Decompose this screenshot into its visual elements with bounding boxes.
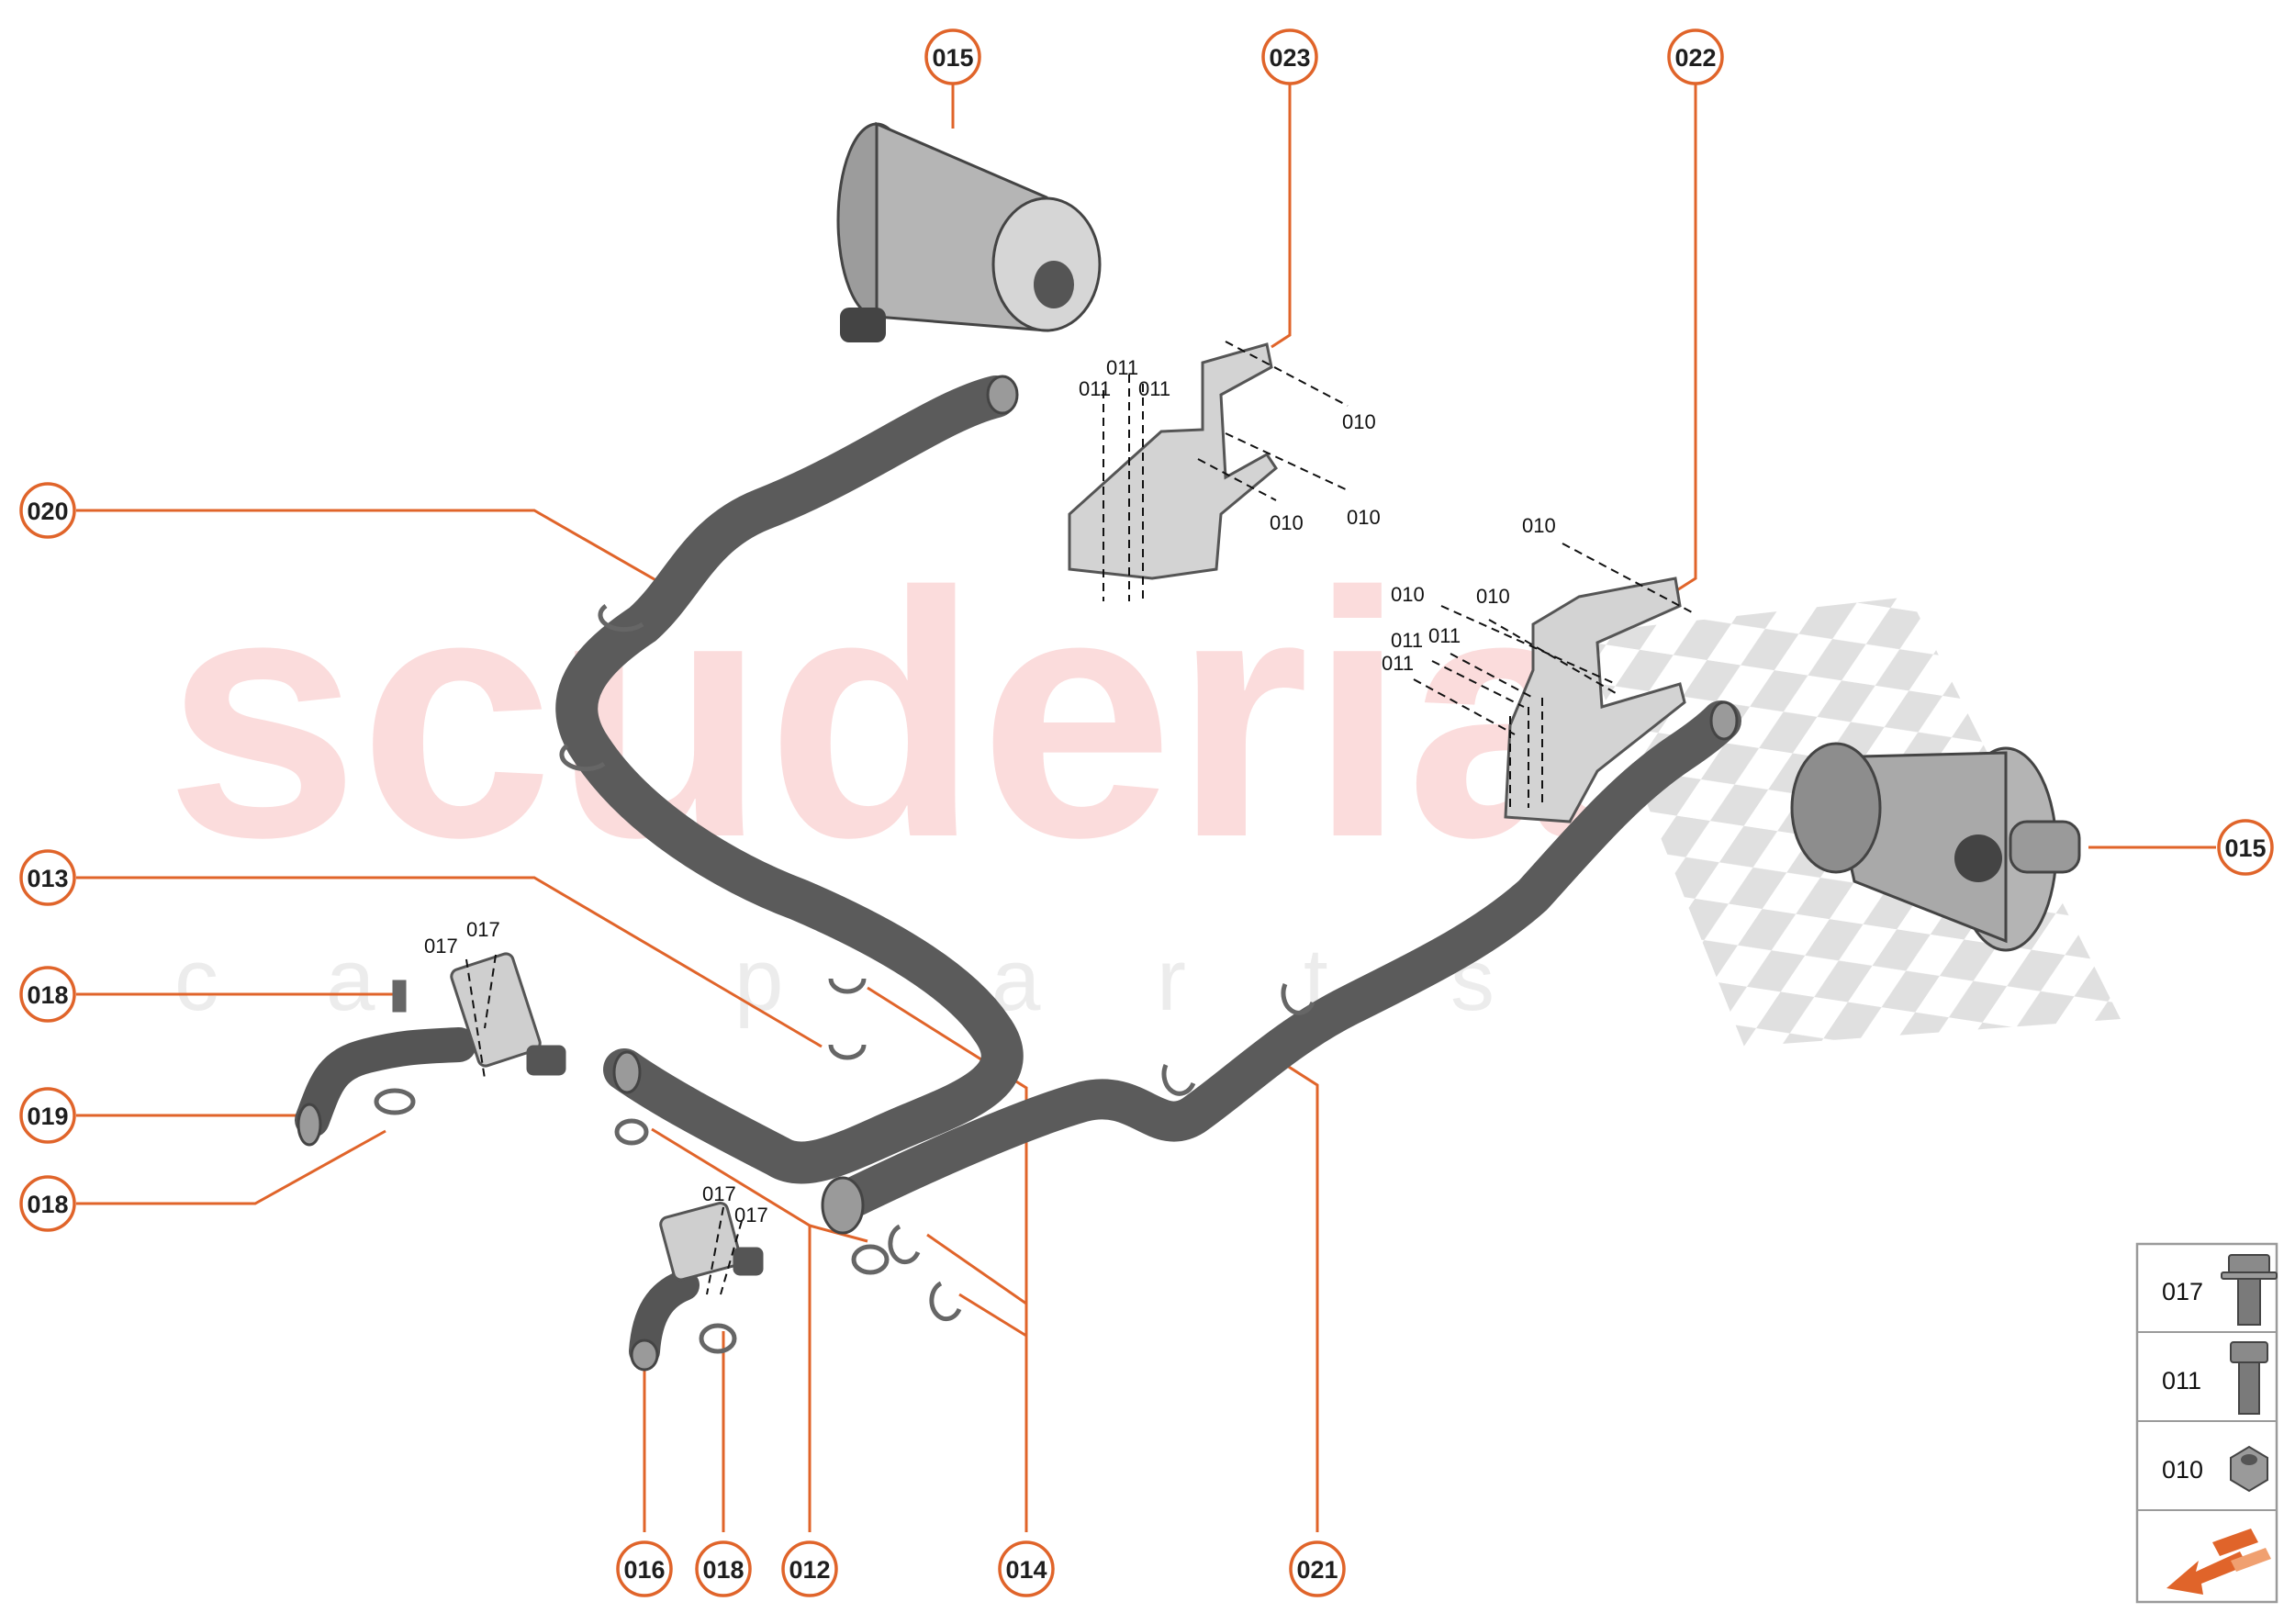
hose-021 bbox=[823, 700, 1741, 1223]
part-label: 017 bbox=[734, 1204, 768, 1226]
hose-fittings bbox=[297, 375, 1739, 1372]
callout-014[interactable]: 014 bbox=[998, 1540, 1055, 1597]
hose-end-fitting bbox=[1709, 700, 1739, 741]
callout-018-b[interactable]: 018 bbox=[19, 1175, 76, 1232]
clamp-icon bbox=[392, 980, 407, 1013]
clamp-icon bbox=[1281, 983, 1315, 1015]
watermark-tagline-letter: c bbox=[174, 931, 218, 1029]
callout-019[interactable]: 019 bbox=[19, 1087, 76, 1144]
pump-connector bbox=[1034, 261, 1074, 308]
part-label: 010 bbox=[1476, 585, 1510, 608]
air-pump-right bbox=[1790, 742, 2081, 952]
part-label: 010 bbox=[1270, 511, 1304, 534]
part-label: 011 bbox=[1106, 356, 1138, 379]
clamp-icon bbox=[929, 1281, 962, 1322]
callout-number: 018 bbox=[27, 981, 68, 1009]
callout-number: 015 bbox=[2224, 834, 2266, 862]
pump-motor-cap bbox=[1790, 742, 1882, 874]
legend-item-017[interactable]: 017 bbox=[2162, 1254, 2278, 1326]
callout-number: 023 bbox=[1269, 44, 1310, 72]
hose-end-fitting bbox=[612, 1050, 642, 1094]
callout-016[interactable]: 016 bbox=[616, 1540, 673, 1597]
watermark-tagline-letter: a bbox=[326, 931, 375, 1029]
clamp-icon bbox=[598, 603, 644, 633]
bracket-023 bbox=[1068, 342, 1278, 580]
part-label: 011 bbox=[1138, 377, 1170, 400]
callout-number: 018 bbox=[702, 1556, 744, 1584]
clamp-icon bbox=[828, 1044, 867, 1060]
check-valve-left bbox=[450, 952, 566, 1076]
watermark-brand: scuderia bbox=[165, 520, 1602, 910]
clamp-icon bbox=[1161, 1064, 1196, 1096]
callout-018-a[interactable]: 018 bbox=[19, 966, 76, 1023]
part-label: 017 bbox=[424, 935, 458, 958]
callout-number: 018 bbox=[27, 1191, 68, 1218]
pump-connector bbox=[1954, 834, 2002, 882]
part-label: 011 bbox=[1428, 624, 1461, 647]
hex-nut-icon bbox=[2230, 1445, 2268, 1493]
part-label: 017 bbox=[466, 918, 500, 941]
callout-number: 014 bbox=[1005, 1556, 1047, 1584]
fastener-legend: 017 011 010 bbox=[2135, 1242, 2278, 1604]
air-pump-top bbox=[836, 121, 1102, 342]
callout-number: 013 bbox=[27, 865, 68, 892]
clamp-icon bbox=[699, 1323, 737, 1354]
part-label: 011 bbox=[1391, 629, 1423, 652]
pump-outlet bbox=[840, 308, 886, 342]
hose-clamps bbox=[374, 603, 1315, 1354]
bolt-icon bbox=[2230, 1341, 2268, 1415]
hose-020 bbox=[555, 375, 1024, 1184]
clamp-icon bbox=[828, 978, 867, 994]
fastener-dashed-lines bbox=[465, 341, 1695, 1295]
clamp-icon bbox=[374, 1088, 416, 1115]
hose-end-fitting bbox=[297, 1103, 322, 1147]
legend-item-010[interactable]: 010 bbox=[2162, 1445, 2268, 1493]
legend-item-011[interactable]: 011 bbox=[2162, 1341, 2268, 1415]
part-label: 017 bbox=[702, 1182, 736, 1205]
callout-012[interactable]: 012 bbox=[781, 1540, 838, 1597]
part-label: 010 bbox=[1347, 506, 1381, 529]
watermark-tagline-letter: p bbox=[734, 931, 783, 1029]
hose-end-fitting bbox=[821, 1176, 865, 1235]
hose-end-fitting bbox=[986, 375, 1019, 415]
clamp-icon bbox=[559, 743, 606, 772]
callout-number: 020 bbox=[27, 498, 68, 525]
hose-019 bbox=[295, 1027, 476, 1137]
hose-end-fitting bbox=[630, 1338, 659, 1372]
bracket-022 bbox=[1504, 577, 1686, 823]
legend-label: 017 bbox=[2162, 1278, 2203, 1305]
clamp-icon bbox=[851, 1244, 890, 1275]
pump-inlet bbox=[2009, 820, 2081, 874]
callout-018-c[interactable]: 018 bbox=[695, 1540, 752, 1597]
callout-015-right[interactable]: 015 bbox=[2217, 819, 2274, 876]
callouts: 015 023 022 020 015 013 018 019 bbox=[19, 28, 2274, 1597]
callout-015-top[interactable]: 015 bbox=[924, 28, 981, 85]
watermark-tagline-letter: r bbox=[1157, 931, 1186, 1029]
callout-number: 015 bbox=[932, 44, 973, 72]
hoses bbox=[295, 375, 1741, 1367]
arrow-down-left-icon[interactable] bbox=[2166, 1529, 2271, 1595]
part-label: 010 bbox=[1342, 410, 1376, 433]
callout-022[interactable]: 022 bbox=[1667, 28, 1724, 85]
callout-013[interactable]: 013 bbox=[19, 849, 76, 906]
callout-number: 022 bbox=[1674, 44, 1716, 72]
callout-number: 021 bbox=[1296, 1556, 1338, 1584]
callout-number: 016 bbox=[623, 1556, 665, 1584]
part-label: 011 bbox=[1079, 377, 1111, 400]
legend-label: 011 bbox=[2162, 1367, 2201, 1394]
callout-number: 012 bbox=[789, 1556, 830, 1584]
callout-021[interactable]: 021 bbox=[1289, 1540, 1346, 1597]
callout-020[interactable]: 020 bbox=[19, 482, 76, 539]
callout-number: 019 bbox=[27, 1103, 68, 1130]
part-label: 010 bbox=[1391, 583, 1425, 606]
legend-label: 010 bbox=[2162, 1456, 2203, 1484]
flange-bolt-icon bbox=[2221, 1254, 2278, 1326]
small-labels: 011 011 011 010 010 010 010 010 010 011 … bbox=[424, 356, 1556, 1226]
clamp-icon bbox=[614, 1118, 649, 1146]
part-label: 010 bbox=[1522, 514, 1556, 537]
clamp-icon bbox=[888, 1224, 921, 1265]
part-label: 011 bbox=[1382, 652, 1414, 675]
callout-023[interactable]: 023 bbox=[1261, 28, 1318, 85]
